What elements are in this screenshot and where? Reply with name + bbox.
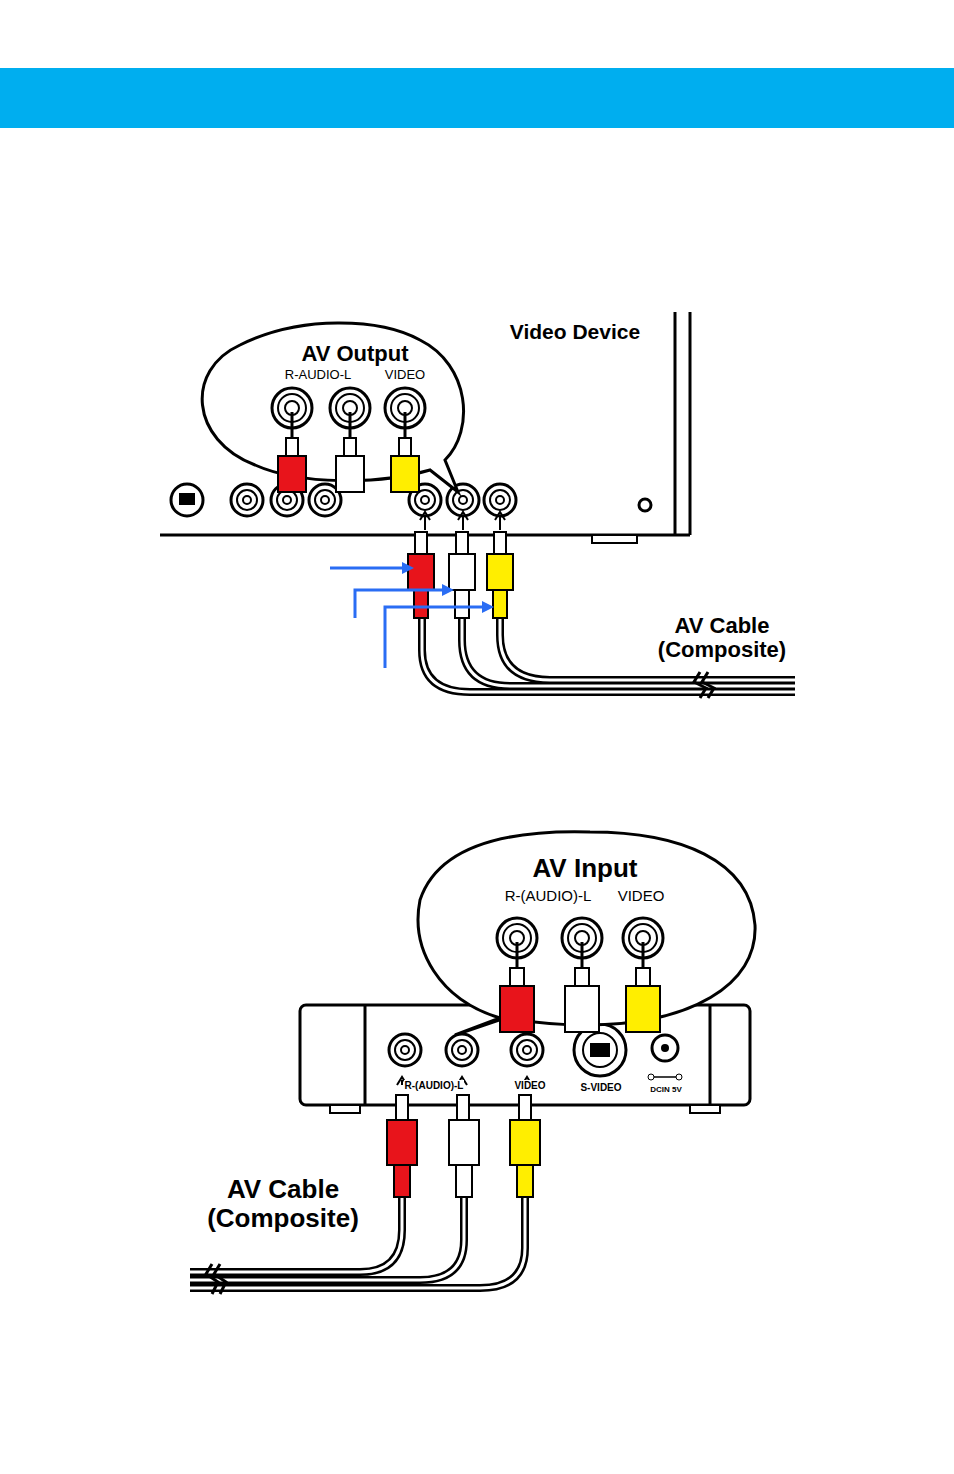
jack-label: VIDEO — [385, 368, 425, 382]
callout-title: AV Input — [533, 854, 638, 883]
rca-plug — [387, 1077, 540, 1197]
port-label: S-VIDEO — [579, 1082, 622, 1093]
callout-title: AV Output — [301, 342, 408, 366]
cable-label: AV Cable (Composite) — [191, 1175, 376, 1232]
rca-plug — [408, 512, 513, 618]
arrowhead — [402, 562, 494, 613]
callout-bubble — [418, 832, 755, 1035]
header-band — [0, 68, 954, 128]
port-label: DCIN 5V — [649, 1086, 683, 1095]
callout-bubble: AV OutputR-AUDIO-L VIDEO — [205, 335, 455, 465]
pointer-arrow — [330, 568, 484, 668]
device-name: Video Device — [510, 320, 640, 343]
port-label: VIDEO — [513, 1080, 546, 1091]
jack-label: R-(AUDIO)-L — [505, 888, 592, 905]
jack-label: R-AUDIO-L — [285, 368, 351, 382]
callout-bubble: AV InputR-(AUDIO)-L VIDEO — [420, 840, 755, 1020]
video-device — [160, 312, 690, 543]
callout-bubble — [202, 323, 463, 492]
jack-label: VIDEO — [618, 888, 665, 905]
port-label: R-(AUDIO)-L — [404, 1080, 465, 1091]
cable-label: AV Cable (Composite) — [647, 614, 797, 662]
